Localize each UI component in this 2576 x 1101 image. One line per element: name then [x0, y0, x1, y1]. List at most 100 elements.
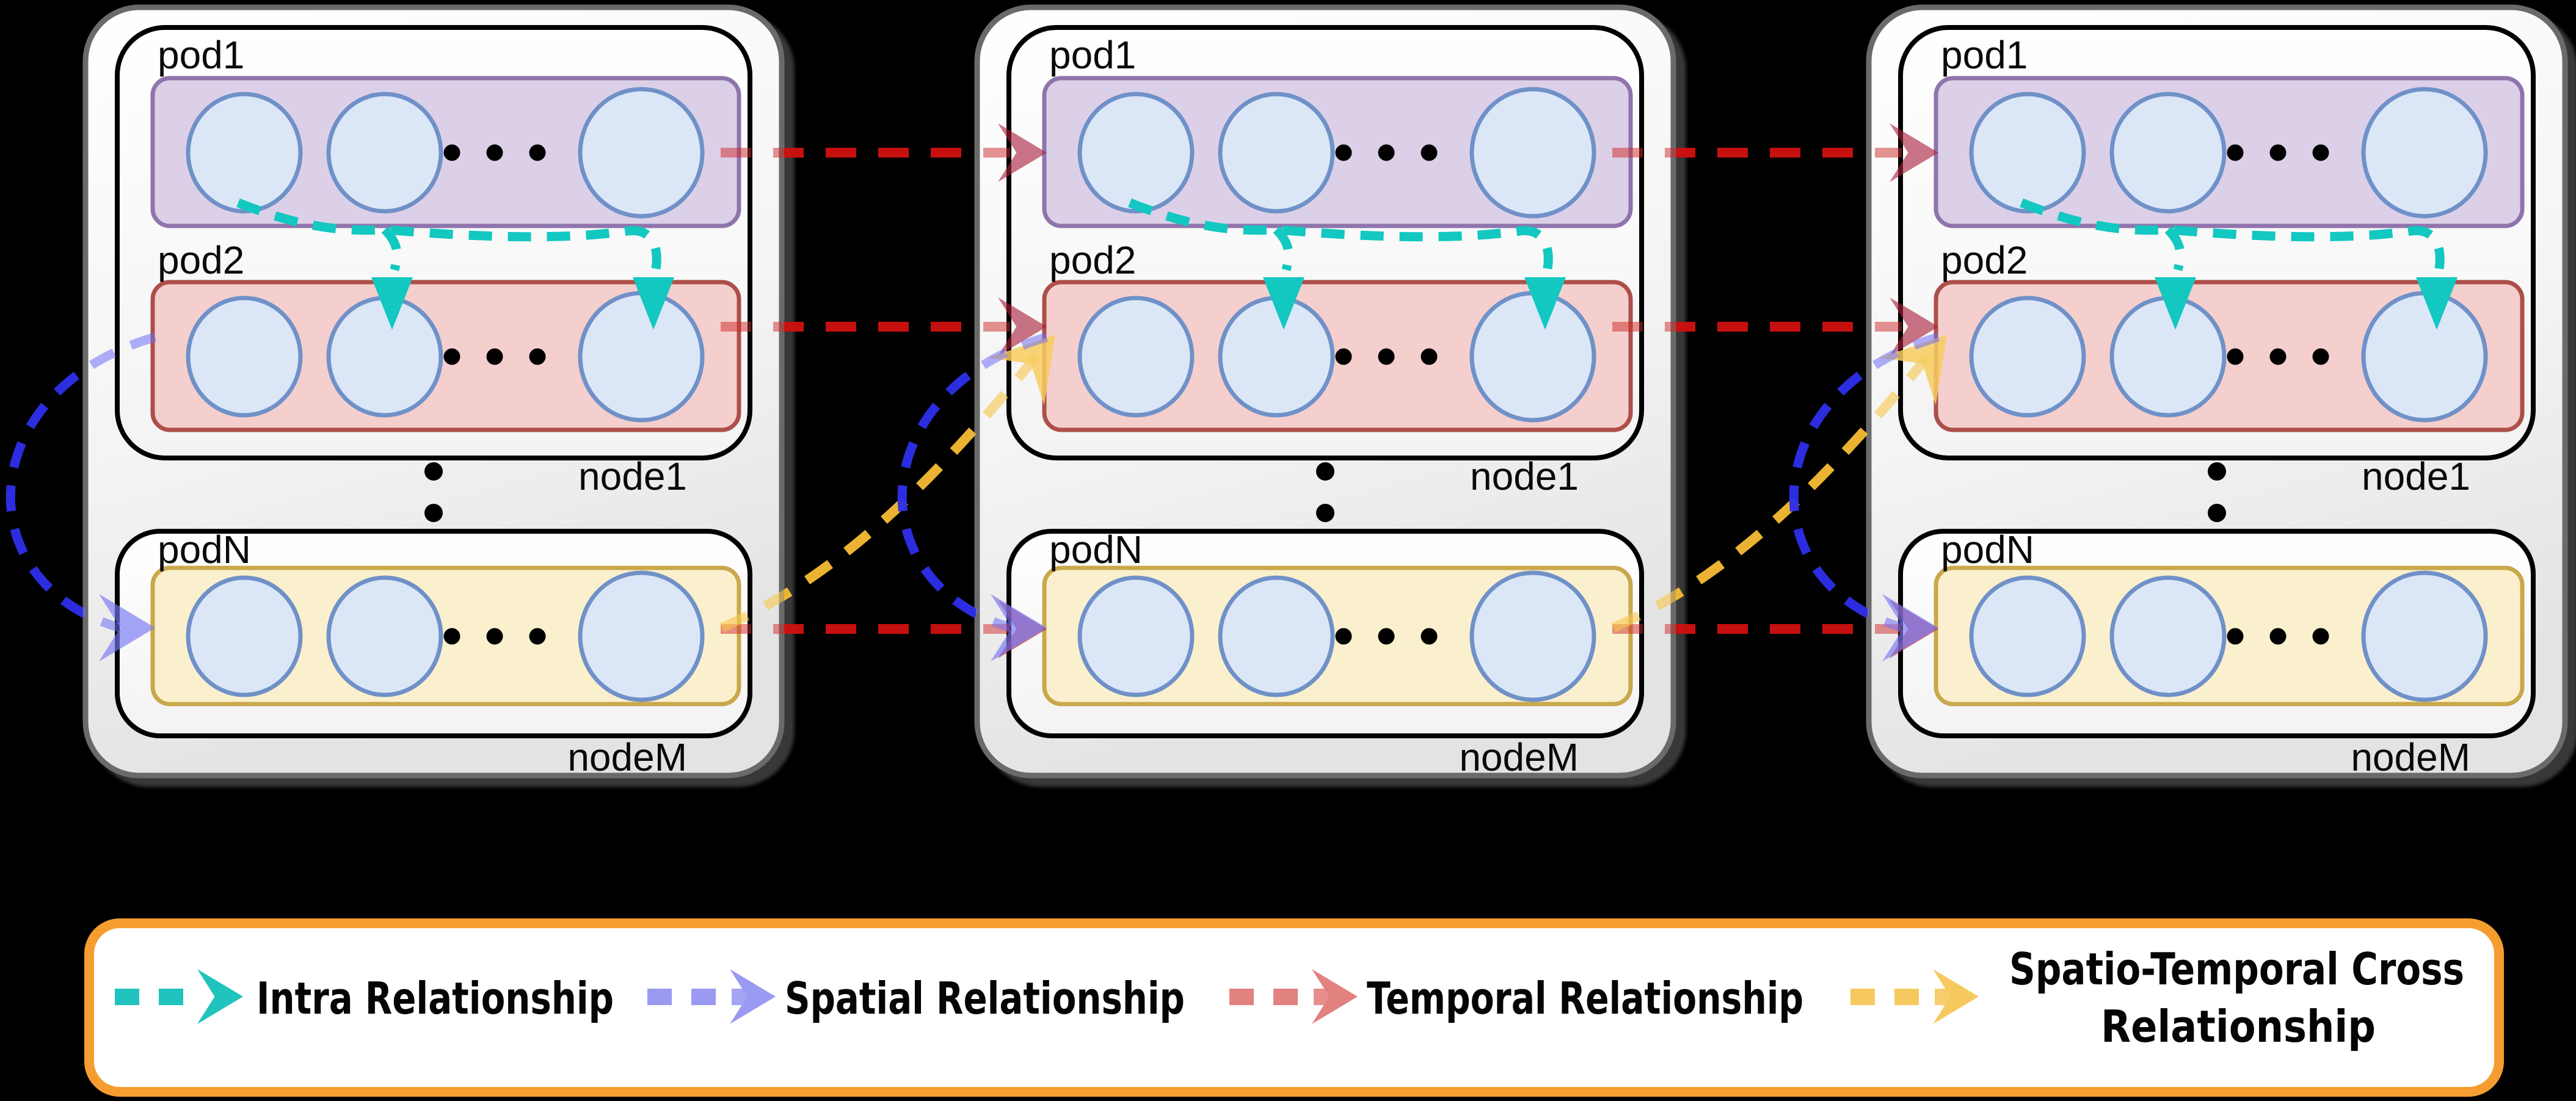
- unit-circle: [1469, 570, 1596, 702]
- spatial-arrowhead: [1882, 594, 1938, 662]
- unit-circle: [1969, 575, 2086, 697]
- nodeM-label: nodeM: [2351, 735, 2470, 779]
- intra-arrow: [1273, 226, 1293, 271]
- ellipsis-dot: [1378, 628, 1395, 645]
- spatial-arrowhead: [99, 594, 155, 662]
- legend-label: Spatial Relationship: [785, 973, 1185, 1024]
- ellipsis-dot: [2227, 348, 2244, 365]
- spatial-arrow-gap-segment: [1789, 364, 1868, 619]
- pod2-label: pod2: [1049, 238, 1136, 282]
- ellipsis-dot: [1421, 348, 1438, 365]
- podN-label: podN: [158, 528, 251, 572]
- ellipsis-dot: [529, 348, 546, 365]
- intra-arrowhead: [2155, 277, 2196, 330]
- unit-circle: [2361, 570, 2488, 702]
- intra-arrow: [236, 198, 661, 270]
- unit-circle: [1218, 296, 1335, 418]
- legend-dash: [1273, 989, 1298, 1005]
- legend-dash: [1314, 989, 1330, 1005]
- legend-label: Intra Relationship: [257, 973, 614, 1024]
- unit-circle: [1969, 296, 2086, 418]
- unit-circle: [186, 92, 303, 214]
- unit-circle: [2109, 296, 2227, 418]
- intra-arrow: [2164, 226, 2185, 271]
- intra-arrowhead: [1524, 277, 1566, 330]
- intra-arrowhead: [1263, 277, 1304, 330]
- legend-arrowhead-icon: [1933, 969, 1979, 1024]
- ellipsis-dot: [529, 144, 546, 161]
- legend-item-temporal: Temporal Relationship: [1229, 969, 1803, 1024]
- unit-circle: [1469, 291, 1596, 423]
- legend-dash: [115, 989, 139, 1005]
- ellipsis-dot: [2312, 144, 2329, 161]
- intra-arrow: [381, 226, 402, 271]
- legend-label: Temporal Relationship: [1367, 973, 1803, 1024]
- unit-circle: [326, 296, 443, 418]
- pod1-label: pod1: [1941, 33, 2028, 77]
- ellipsis-dot: [2208, 504, 2226, 522]
- ellipsis-dot: [443, 348, 460, 365]
- unit-circle: [1077, 92, 1195, 214]
- temporal-arrowhead: [998, 297, 1047, 356]
- unit-circle: [326, 92, 443, 214]
- node1-label: node1: [1470, 454, 1579, 498]
- legend-arrowhead-icon: [197, 969, 243, 1024]
- unit-circle: [578, 87, 705, 219]
- unit-circle: [1077, 296, 1195, 418]
- nodeM-label: nodeM: [1459, 735, 1579, 779]
- spatial-arrow-gap-segment: [5, 365, 83, 618]
- ellipsis-dot: [1335, 348, 1352, 365]
- ellipsis-dot: [424, 504, 443, 522]
- legend-dash: [1850, 989, 1875, 1005]
- ellipsis-dot: [1316, 462, 1334, 481]
- pod2-label: pod2: [1941, 238, 2028, 282]
- legend-dash: [691, 989, 716, 1005]
- ellipsis-dot: [1378, 348, 1395, 365]
- unit-circle: [186, 575, 303, 697]
- ellipsis-dot: [1316, 504, 1334, 522]
- ellipsis-dot: [1378, 144, 1395, 161]
- ellipsis-dot: [443, 628, 460, 645]
- pod2-label: pod2: [158, 238, 244, 282]
- legend-label: Spatio-Temporal Cross: [2009, 943, 2464, 995]
- unit-circle: [2361, 87, 2488, 219]
- node1-label: node1: [578, 454, 687, 498]
- unit-circle: [326, 575, 443, 697]
- pod1-label: pod1: [1049, 33, 1136, 77]
- ellipsis-dot: [2312, 348, 2329, 365]
- legend-arrowhead-icon: [1312, 969, 1358, 1024]
- temporal-arrowhead: [998, 123, 1047, 182]
- ellipsis-dot: [2269, 348, 2287, 365]
- unit-circle: [1218, 92, 1335, 214]
- intra-arrowhead: [2416, 277, 2458, 330]
- legend-label: Relationship: [2101, 1001, 2376, 1052]
- ellipsis-dot: [2208, 462, 2226, 481]
- unit-circle: [1077, 575, 1195, 697]
- nodeM-label: nodeM: [567, 735, 687, 779]
- ellipsis-dot: [443, 144, 460, 161]
- node1-label: node1: [2362, 454, 2470, 498]
- legend-dash: [732, 989, 748, 1005]
- legend: Intra Relationship Spatial Relationship Te…: [84, 918, 2504, 1097]
- legend-dash: [1894, 989, 1919, 1005]
- ellipsis-dot: [2269, 144, 2287, 161]
- ellipsis-dot: [1421, 628, 1438, 645]
- unit-circle: [2109, 92, 2227, 214]
- legend-dash: [1229, 989, 1254, 1005]
- legend-item-intra: Intra Relationship: [115, 969, 614, 1024]
- legend-dash: [1935, 989, 1951, 1005]
- ellipsis-dot: [1335, 628, 1352, 645]
- ellipsis-dot: [529, 628, 546, 645]
- unit-circle: [578, 570, 705, 702]
- unit-circle: [578, 291, 705, 423]
- ellipsis-dot: [486, 348, 503, 365]
- unit-circle: [1218, 575, 1335, 697]
- legend-box: [84, 918, 2504, 1097]
- unit-circle: [2361, 291, 2488, 423]
- spatial-arrowhead: [991, 594, 1047, 662]
